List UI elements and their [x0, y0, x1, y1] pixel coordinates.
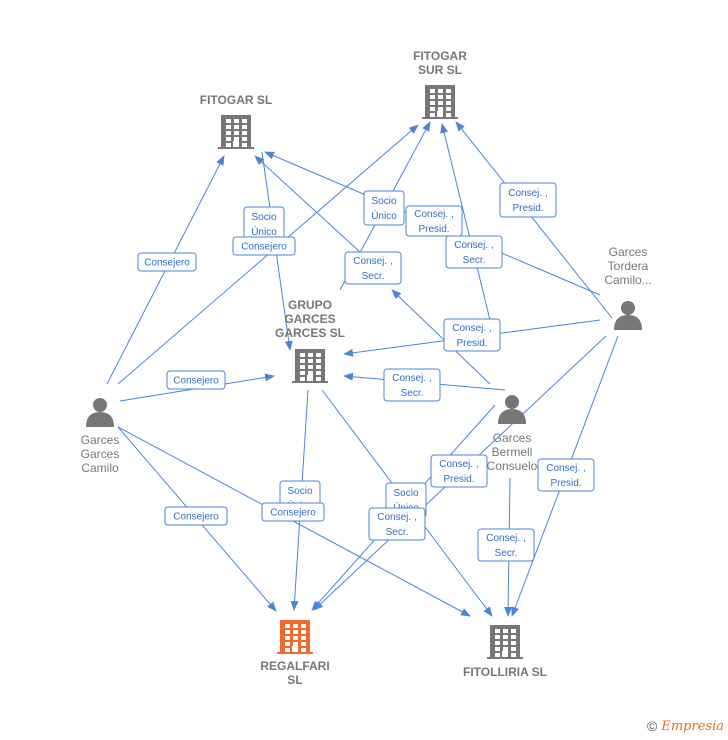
edge-label-text: Socio: [371, 196, 396, 207]
edge-label-text: Presid.: [550, 478, 581, 489]
building-icon: [422, 85, 458, 119]
edge-label-text: Consejero: [270, 508, 316, 519]
node-label: Garces: [493, 431, 532, 445]
relationship-edge: [254, 155, 361, 253]
edge-label[interactable]: Consej. , Presid.: [537, 458, 595, 492]
node-label: GARCES SL: [275, 326, 345, 340]
edge-label[interactable]: Consej. , Secr.: [477, 528, 535, 562]
edge-label-text: Consej. ,: [452, 323, 491, 334]
edge-label[interactable]: Consejero: [164, 506, 228, 526]
edge-label[interactable]: Consejero: [166, 370, 226, 390]
edge-label-text: Consejero: [173, 512, 219, 523]
node-label: Garces: [81, 447, 120, 461]
company-node-fitolliria[interactable]: FITOLLIRIA SL: [463, 625, 547, 679]
copyright-icon: ©: [647, 718, 658, 734]
node-label: Bermell: [492, 445, 533, 459]
edge-label-text: Presid.: [456, 338, 487, 349]
edge-label-text: Presid.: [512, 203, 543, 214]
edge-label[interactable]: Consejero: [261, 502, 325, 522]
edge-label-text: Presid.: [418, 224, 449, 235]
edge-label[interactable]: Consejero: [137, 252, 197, 272]
edge-label-text: Secr.: [386, 527, 409, 538]
building-icon: [218, 115, 254, 149]
edge-label-text: Consejero: [241, 242, 287, 253]
edge-label-text: Secr.: [463, 255, 486, 266]
node-label: FITOGAR: [413, 49, 467, 63]
edge-label-text: Consej. ,: [353, 256, 392, 267]
node-label: REGALFARI: [260, 659, 329, 673]
edge-label-text: Consejero: [173, 376, 219, 387]
edge-label-text: Consej. ,: [486, 533, 525, 544]
node-label: Camilo...: [604, 273, 651, 287]
node-label: FITOLLIRIA SL: [463, 665, 547, 679]
edge-label-text: Secr.: [362, 271, 385, 282]
edge-label-text: Socio: [287, 486, 312, 497]
edge-label-text: Consej. ,: [546, 463, 585, 474]
edge-label-text: Consejero: [144, 258, 190, 269]
person-icon: [498, 395, 526, 424]
edge-label[interactable]: Consej. , Presid.: [405, 205, 463, 237]
edge-label-text: Secr.: [495, 548, 518, 559]
node-label: GARCES: [284, 312, 335, 326]
edge-label-text: Secr.: [401, 388, 424, 399]
person-node-garces-tordera[interactable]: GarcesTorderaCamilo...: [604, 245, 652, 330]
node-label: FITOGAR SL: [200, 93, 272, 107]
node-label: GRUPO: [288, 298, 332, 312]
node-label: SUR SL: [418, 63, 462, 77]
edge-label[interactable]: Consej. , Presid.: [443, 318, 501, 352]
edge-label[interactable]: Consej. , Secr.: [344, 251, 402, 285]
node-label: Garces: [81, 433, 120, 447]
relationship-edge: [391, 289, 491, 385]
edge-label-text: Presid.: [443, 474, 474, 485]
relationship-edge: [440, 123, 491, 321]
edge-label[interactable]: Consej. , Secr.: [445, 235, 503, 269]
edge-label-text: Consej. ,: [454, 240, 493, 251]
building-icon: [292, 349, 328, 383]
edge-label-text: Consej. ,: [414, 209, 453, 220]
edge-label[interactable]: Consej. , Presid.: [499, 182, 557, 218]
node-label: Tordera: [608, 259, 649, 273]
node-label: SL: [287, 673, 302, 687]
relationship-edge: [455, 121, 613, 319]
edge-label-text: Único: [251, 225, 277, 238]
person-icon: [86, 398, 114, 427]
node-label: Garces: [609, 245, 648, 259]
edge-label[interactable]: Consej. , Secr.: [368, 507, 426, 541]
edge-label-text: Consej. ,: [392, 373, 431, 384]
edge-label[interactable]: Consejero: [232, 236, 296, 256]
node-label: Camilo: [81, 461, 119, 475]
edge-label-text: Consej. ,: [439, 459, 478, 470]
edge-label-text: Consej. ,: [377, 512, 416, 523]
edge-label-text: Socio: [393, 488, 418, 499]
node-label: Consuelo: [487, 459, 538, 473]
edge-label[interactable]: Consej. , Secr.: [383, 368, 441, 402]
building-icon: [487, 625, 523, 659]
footer-brand: © Empresia: [647, 718, 724, 734]
company-node-fitogar-sl[interactable]: FITOGAR SL: [200, 93, 272, 149]
building-icon: [277, 620, 313, 654]
empresia-logo: Empresia: [661, 718, 724, 734]
edge-label[interactable]: Consej. , Presid.: [430, 454, 488, 488]
edge-label-text: Consej. ,: [508, 188, 547, 199]
edge-label-text: Socio: [251, 212, 276, 223]
edge-label-text: Único: [371, 209, 397, 222]
person-icon: [614, 301, 642, 330]
